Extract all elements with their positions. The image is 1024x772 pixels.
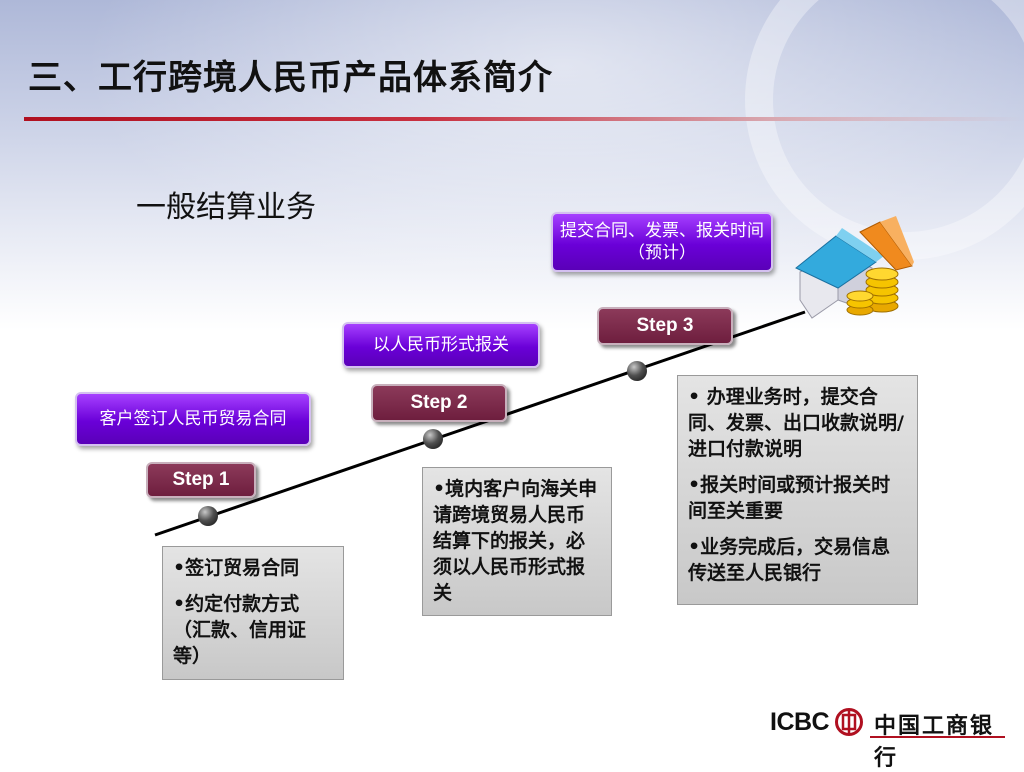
timeline-line (154, 310, 806, 537)
timeline-dot-3 (627, 361, 647, 381)
title-divider (24, 117, 1024, 121)
step-2-header: 以人民币形式报关 (342, 322, 540, 368)
footer-brand: ICBC 中国工商银行 (770, 706, 1010, 771)
brand-name-en: ICBC (770, 708, 830, 736)
step-3-bullet: • 办理业务时，提交合同、发票、出口收款说明/进口付款说明 (688, 386, 904, 460)
step-1-bullet: •约定付款方式（汇款、信用证等） (173, 593, 307, 667)
step-2-button[interactable]: Step 2 (371, 384, 507, 422)
timeline-dot-2 (423, 429, 443, 449)
step-3-bullet: •报关时间或预计报关时间至关重要 (688, 474, 891, 522)
step-1-details: •签订贸易合同 •约定付款方式（汇款、信用证等） (162, 546, 344, 680)
icbc-logo-icon (835, 708, 863, 736)
brand-name-cn: 中国工商银行 (874, 714, 995, 771)
step-2-details: •境内客户向海关申请跨境贸易人民币结算下的报关，必须以人民币形式报关 (422, 467, 612, 616)
footer-divider (870, 736, 1005, 738)
step-1-button[interactable]: Step 1 (146, 462, 256, 498)
step-1-bullet: •签订贸易合同 (173, 557, 300, 579)
step-3-bullet: •业务完成后，交易信息传送至人民银行 (688, 536, 891, 584)
page-title: 三、工行跨境人民币产品体系简介 (28, 58, 553, 98)
page-subtitle: 一般结算业务 (136, 190, 316, 225)
step-1-header: 客户签订人民币贸易合同 (75, 392, 311, 446)
step-3-details: • 办理业务时，提交合同、发票、出口收款说明/进口付款说明 •报关时间或预计报关… (677, 375, 918, 605)
step-2-bullet: •境内客户向海关申请跨境贸易人民币结算下的报关，必须以人民币形式报关 (433, 478, 598, 604)
step-3-header: 提交合同、发票、报关时间（预计） (551, 212, 773, 272)
timeline-dot-1 (198, 506, 218, 526)
step-3-button[interactable]: Step 3 (597, 307, 733, 345)
